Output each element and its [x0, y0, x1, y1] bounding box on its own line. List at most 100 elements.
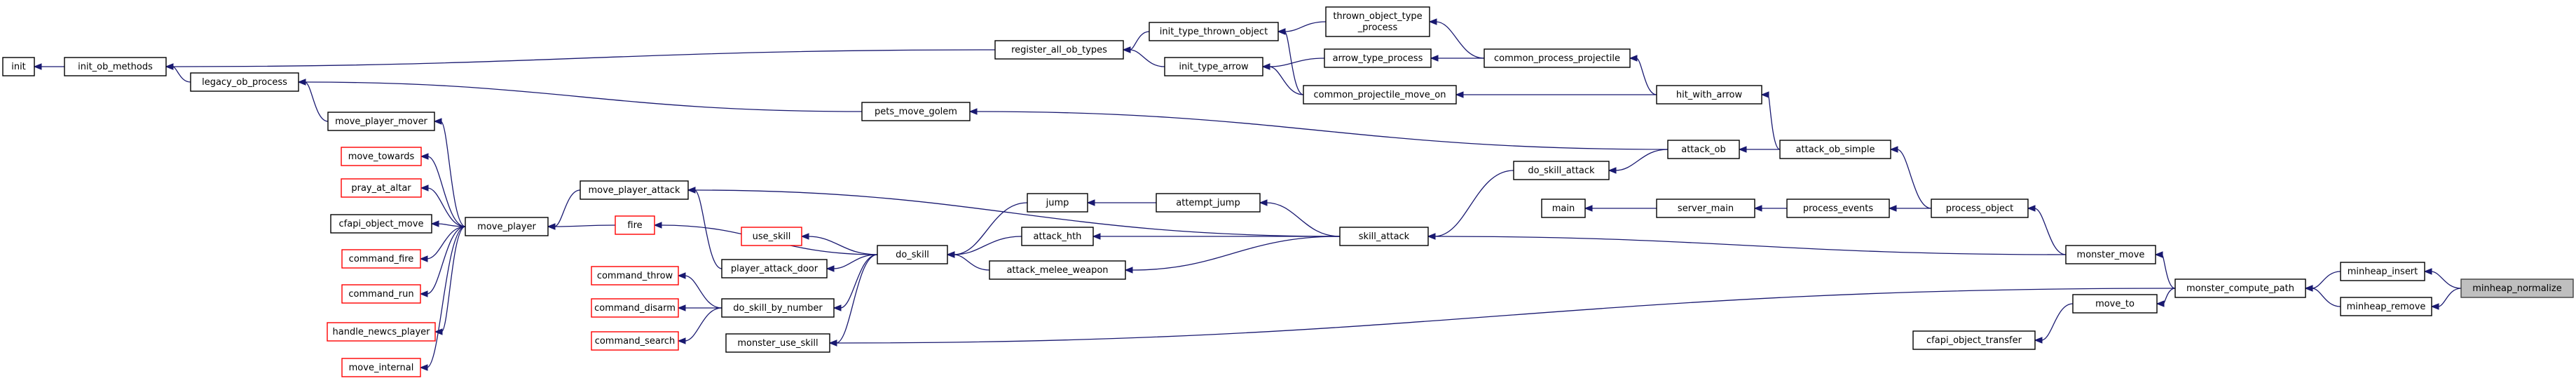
node-fire[interactable]: fire [615, 215, 655, 235]
node-move-player[interactable]: move_player [465, 217, 549, 236]
node-cfapi-object-move[interactable]: cfapi_object_move [330, 214, 432, 234]
node-label: move_towards [348, 152, 415, 162]
node-main[interactable]: main [1541, 199, 1586, 218]
node-player-attack-door[interactable]: player_attack_door [721, 259, 828, 278]
node-move-to[interactable]: move_to [2072, 294, 2158, 314]
edge-move_to-to-cfapi_object_transfer [2034, 303, 2074, 344]
node-box [877, 245, 948, 264]
node-label: common_projectile_move_on [1314, 90, 1446, 100]
node-attack-hth[interactable]: attack_hth [1021, 227, 1094, 246]
node-do-skill-attack[interactable]: do_skill_attack [1513, 161, 1610, 180]
nodes-layer: init init_ob_methods legacy_ob_process regi… [2, 6, 2574, 377]
node-jump[interactable]: jump [1027, 193, 1088, 213]
node-command-disarm[interactable]: command_disarm [591, 298, 679, 318]
node-label: register_all_ob_types [1011, 45, 1107, 55]
node-pets-move-golem[interactable]: pets_move_golem [861, 102, 971, 121]
node-box [327, 322, 436, 342]
edge-common_projectile_move_on-to-init_type_thrown_object [1277, 28, 1304, 95]
edge-skill_attack-to-attack_melee_weapon [1124, 236, 1341, 274]
node-monster-compute-path[interactable]: monster_compute_path [2174, 278, 2306, 298]
node-arrow-type-process[interactable]: arrow_type_process [1324, 48, 1432, 68]
node-command-run[interactable]: command_run [341, 284, 421, 304]
node-label: legacy_ob_process [202, 77, 287, 88]
node-box [1156, 193, 1261, 213]
node-init-type-thrown-object[interactable]: init_type_thrown_object [1149, 22, 1279, 41]
node-label: attempt_jump [1176, 198, 1240, 208]
node-init-type-arrow[interactable]: init_type_arrow [1164, 57, 1263, 76]
node-label: init_type_arrow [1179, 62, 1249, 72]
node-process-events[interactable]: process_events [1786, 199, 1890, 218]
node-box [1164, 57, 1263, 76]
node-do-skill-by-number[interactable]: do_skill_by_number [721, 298, 835, 318]
edge-attack_ob_simple-to-attack_ob [1738, 146, 1780, 153]
node-label: skill_attack [1359, 231, 1410, 242]
edge-attack_ob-to-pets_move_golem [968, 108, 1669, 150]
node-box [1021, 227, 1094, 246]
node-register-all-ob-types[interactable]: register_all_ob_types [994, 40, 1124, 60]
node-handle-newcs-player[interactable]: handle_newcs_player [327, 322, 436, 342]
node-box [2340, 297, 2432, 316]
node-label: attack_ob_simple [1796, 145, 1875, 155]
node-use-skill[interactable]: use_skill [741, 227, 802, 246]
node-init[interactable]: init [2, 57, 35, 76]
edge-move_player-to-command_run [419, 226, 466, 297]
node-server-main[interactable]: server_main [1656, 199, 1755, 218]
node-move-towards[interactable]: move_towards [341, 147, 422, 166]
node-process-object[interactable]: process_object [1931, 199, 2029, 218]
node-label: player_attack_door [731, 264, 818, 274]
node-do-skill[interactable]: do_skill [877, 245, 948, 264]
edge-player_attack_door-to-move_player_attack [687, 187, 722, 269]
node-init-ob-methods[interactable]: init_ob_methods [64, 57, 167, 76]
node-cfapi-object-transfer[interactable]: cfapi_object_transfer [1912, 330, 2036, 350]
node-label: monster_use_skill [737, 338, 818, 349]
node-label: command_run [348, 289, 413, 300]
node-box [2072, 294, 2158, 314]
node-box [1513, 161, 1610, 180]
node-attack-ob[interactable]: attack_ob [1667, 140, 1740, 159]
node-move-player-mover[interactable]: move_player_mover [327, 112, 435, 131]
node-box [341, 358, 421, 377]
node-command-search[interactable]: command_search [591, 331, 679, 351]
node-minheap-insert[interactable]: minheap_insert [2340, 262, 2425, 281]
node-move-player-attack[interactable]: move_player_attack [580, 180, 689, 200]
node-label: use_skill [753, 231, 791, 242]
node-common-process-projectile[interactable]: common_process_projectile [1484, 48, 1631, 68]
node-label: hit_with_arrow [1676, 90, 1743, 100]
edge-move_player-to-move_towards [420, 153, 466, 227]
node-legacy-ob-process[interactable]: legacy_ob_process [190, 72, 299, 92]
edge-attack_ob_simple-to-hit_with_arrow [1760, 91, 1781, 150]
edge-arrow_type_process-to-init_type_arrow [1261, 58, 1325, 70]
node-box [341, 147, 422, 166]
node-command-throw[interactable]: command_throw [591, 266, 679, 285]
node-monster-move[interactable]: monster_move [2065, 245, 2156, 264]
node-label: command_throw [597, 271, 673, 281]
node-box [190, 72, 299, 92]
node-label: move_player_mover [335, 116, 427, 127]
node-attack-ob-simple[interactable]: attack_ob_simple [1779, 140, 1891, 159]
node-box [721, 259, 828, 278]
node-attack-melee-weapon[interactable]: attack_melee_weapon [989, 260, 1126, 280]
node-pray-at-altar[interactable]: pray_at_altar [341, 178, 422, 198]
node-hit-with-arrow[interactable]: hit_with_arrow [1656, 85, 1762, 105]
node-skill-attack[interactable]: skill_attack [1339, 227, 1429, 246]
node-thrown-object-type-process[interactable]: thrown_object_type_process [1325, 6, 1430, 37]
node-common-projectile-move-on[interactable]: common_projectile_move_on [1303, 85, 1457, 105]
node-minheap-normalize[interactable]: minheap_normalize [2460, 278, 2574, 298]
node-minheap-remove[interactable]: minheap_remove [2340, 297, 2432, 316]
node-box [994, 40, 1124, 60]
edge-pets_move_golem-to-legacy_ob_process [297, 79, 863, 112]
node-box [341, 284, 421, 304]
node-move-internal[interactable]: move_internal [341, 358, 421, 377]
node-label: minheap_remove [2347, 302, 2426, 312]
edge-init_type_arrow-to-register_all_ob_types [1122, 46, 1165, 67]
edge-fire-to-move_player [547, 223, 616, 230]
node-label: cfapi_object_move [339, 219, 424, 229]
node-attempt-jump[interactable]: attempt_jump [1156, 193, 1261, 213]
node-monster-use-skill[interactable]: monster_use_skill [725, 333, 830, 353]
node-label: monster_move [2077, 250, 2145, 260]
node-label: init_type_thrown_object [1160, 27, 1268, 37]
node-command-fire[interactable]: command_fire [341, 249, 421, 269]
node-box [64, 57, 167, 76]
node-box [1324, 48, 1432, 68]
node-label: init [11, 62, 26, 72]
